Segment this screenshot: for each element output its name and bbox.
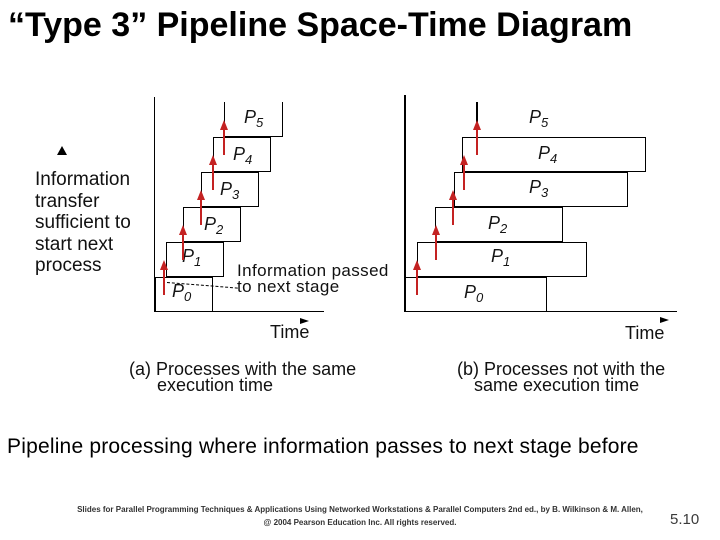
body-text: Pipeline processing where information pa… xyxy=(7,435,639,458)
process-label-p5: P5 xyxy=(244,107,263,130)
transfer-arrow-icon xyxy=(449,190,458,226)
transfer-arrow-icon xyxy=(432,225,441,261)
footer-credit-line2: @ 2004 Pearson Education Inc. All rights… xyxy=(263,518,457,527)
process-letter: P xyxy=(529,107,542,127)
transfer-arrow-icon xyxy=(208,155,217,191)
slide-title: “Type 3” Pipeline Space-Time Diagram xyxy=(8,6,633,44)
process-index: 1 xyxy=(503,254,511,269)
info-passed-line: to next stage xyxy=(237,277,340,296)
caption-a-line1: (a) Processes with the same xyxy=(129,359,357,379)
slide-number: 5.10 xyxy=(670,511,700,528)
process-letter: P xyxy=(538,143,551,163)
process-index: 2 xyxy=(500,221,508,236)
process-box-p3 xyxy=(201,172,259,207)
process-letter: P xyxy=(488,213,501,233)
process-box-p2 xyxy=(435,207,563,242)
process-box-p2 xyxy=(183,207,241,242)
transfer-arrow-icon xyxy=(179,225,188,261)
process-label-p3: P3 xyxy=(220,179,239,202)
process-letter: P xyxy=(233,144,246,164)
process-letter: P xyxy=(244,107,257,127)
time-axis-label: Time xyxy=(625,323,665,343)
up-triangle-icon xyxy=(57,146,67,155)
process-letter: P xyxy=(464,282,477,302)
process-letter: P xyxy=(204,214,217,234)
process-box-p5-left-edge xyxy=(476,102,478,137)
info-transfer-line: transfer xyxy=(35,190,100,212)
process-box-p4 xyxy=(462,137,646,172)
time-arrow-icon xyxy=(300,318,309,324)
process-label-p5: P5 xyxy=(529,107,548,130)
transfer-arrow-icon xyxy=(160,260,169,296)
process-box-p0 xyxy=(405,277,547,312)
process-box-p5 xyxy=(224,102,283,137)
time-arrow-icon xyxy=(660,317,669,323)
process-index: 1 xyxy=(194,254,202,269)
process-label-p2: P2 xyxy=(204,214,223,237)
process-index: 0 xyxy=(184,289,192,304)
transfer-arrow-icon xyxy=(197,190,206,226)
process-label-p0: P0 xyxy=(172,281,191,304)
diagram-a-x-axis xyxy=(153,310,324,312)
process-box-p4 xyxy=(213,137,271,172)
process-box-p1 xyxy=(417,242,587,277)
process-index: 5 xyxy=(541,115,549,130)
caption-a-line2: execution time xyxy=(157,375,274,395)
info-transfer-line: sufficient to xyxy=(35,212,131,233)
process-label-p1: P1 xyxy=(491,246,510,269)
process-index: 0 xyxy=(476,290,484,305)
process-label-p2: P2 xyxy=(488,213,507,236)
info-transfer-line: start next xyxy=(35,233,114,255)
process-index: 2 xyxy=(216,222,224,237)
info-passed-note: Information passed to next stage xyxy=(237,261,389,296)
process-index: 4 xyxy=(550,151,558,166)
transfer-arrow-icon xyxy=(460,155,469,191)
transfer-arrow-icon xyxy=(473,120,482,156)
caption-b-line2: same execution time xyxy=(474,375,640,395)
process-index: 4 xyxy=(245,152,253,167)
info-transfer-line: process xyxy=(35,255,102,276)
info-transfer-line: Information xyxy=(35,169,131,190)
info-transfer-note: Information transfer sufficient to start… xyxy=(35,169,131,277)
process-index: 3 xyxy=(232,187,240,202)
process-label-p4: P4 xyxy=(538,143,557,166)
time-axis-label: Time xyxy=(270,322,310,342)
diagram-b-y-axis xyxy=(404,95,406,312)
process-label-p4: P4 xyxy=(233,144,252,167)
footer-credit-line1: Slides for Parallel Programming Techniqu… xyxy=(77,505,643,514)
caption-b-line1: (b) Processes not with the xyxy=(457,359,666,379)
process-label-p1: P1 xyxy=(182,246,201,269)
info-passed-line: Information passed xyxy=(237,261,389,280)
process-letter: P xyxy=(491,246,504,266)
process-label-p3: P3 xyxy=(529,177,548,200)
process-letter: P xyxy=(182,246,195,266)
process-box-p0 xyxy=(155,277,213,312)
process-label-p0: P0 xyxy=(464,282,483,305)
process-box-p3 xyxy=(454,172,628,207)
process-box-p1 xyxy=(166,242,224,277)
transfer-arrow-icon xyxy=(220,120,229,156)
process-index: 5 xyxy=(256,115,264,130)
process-letter: P xyxy=(172,281,185,301)
diagram-a-y-axis xyxy=(153,97,155,312)
process-letter: P xyxy=(529,177,542,197)
process-letter: P xyxy=(220,179,233,199)
transfer-arrow-icon xyxy=(413,260,422,296)
process-index: 3 xyxy=(541,185,549,200)
